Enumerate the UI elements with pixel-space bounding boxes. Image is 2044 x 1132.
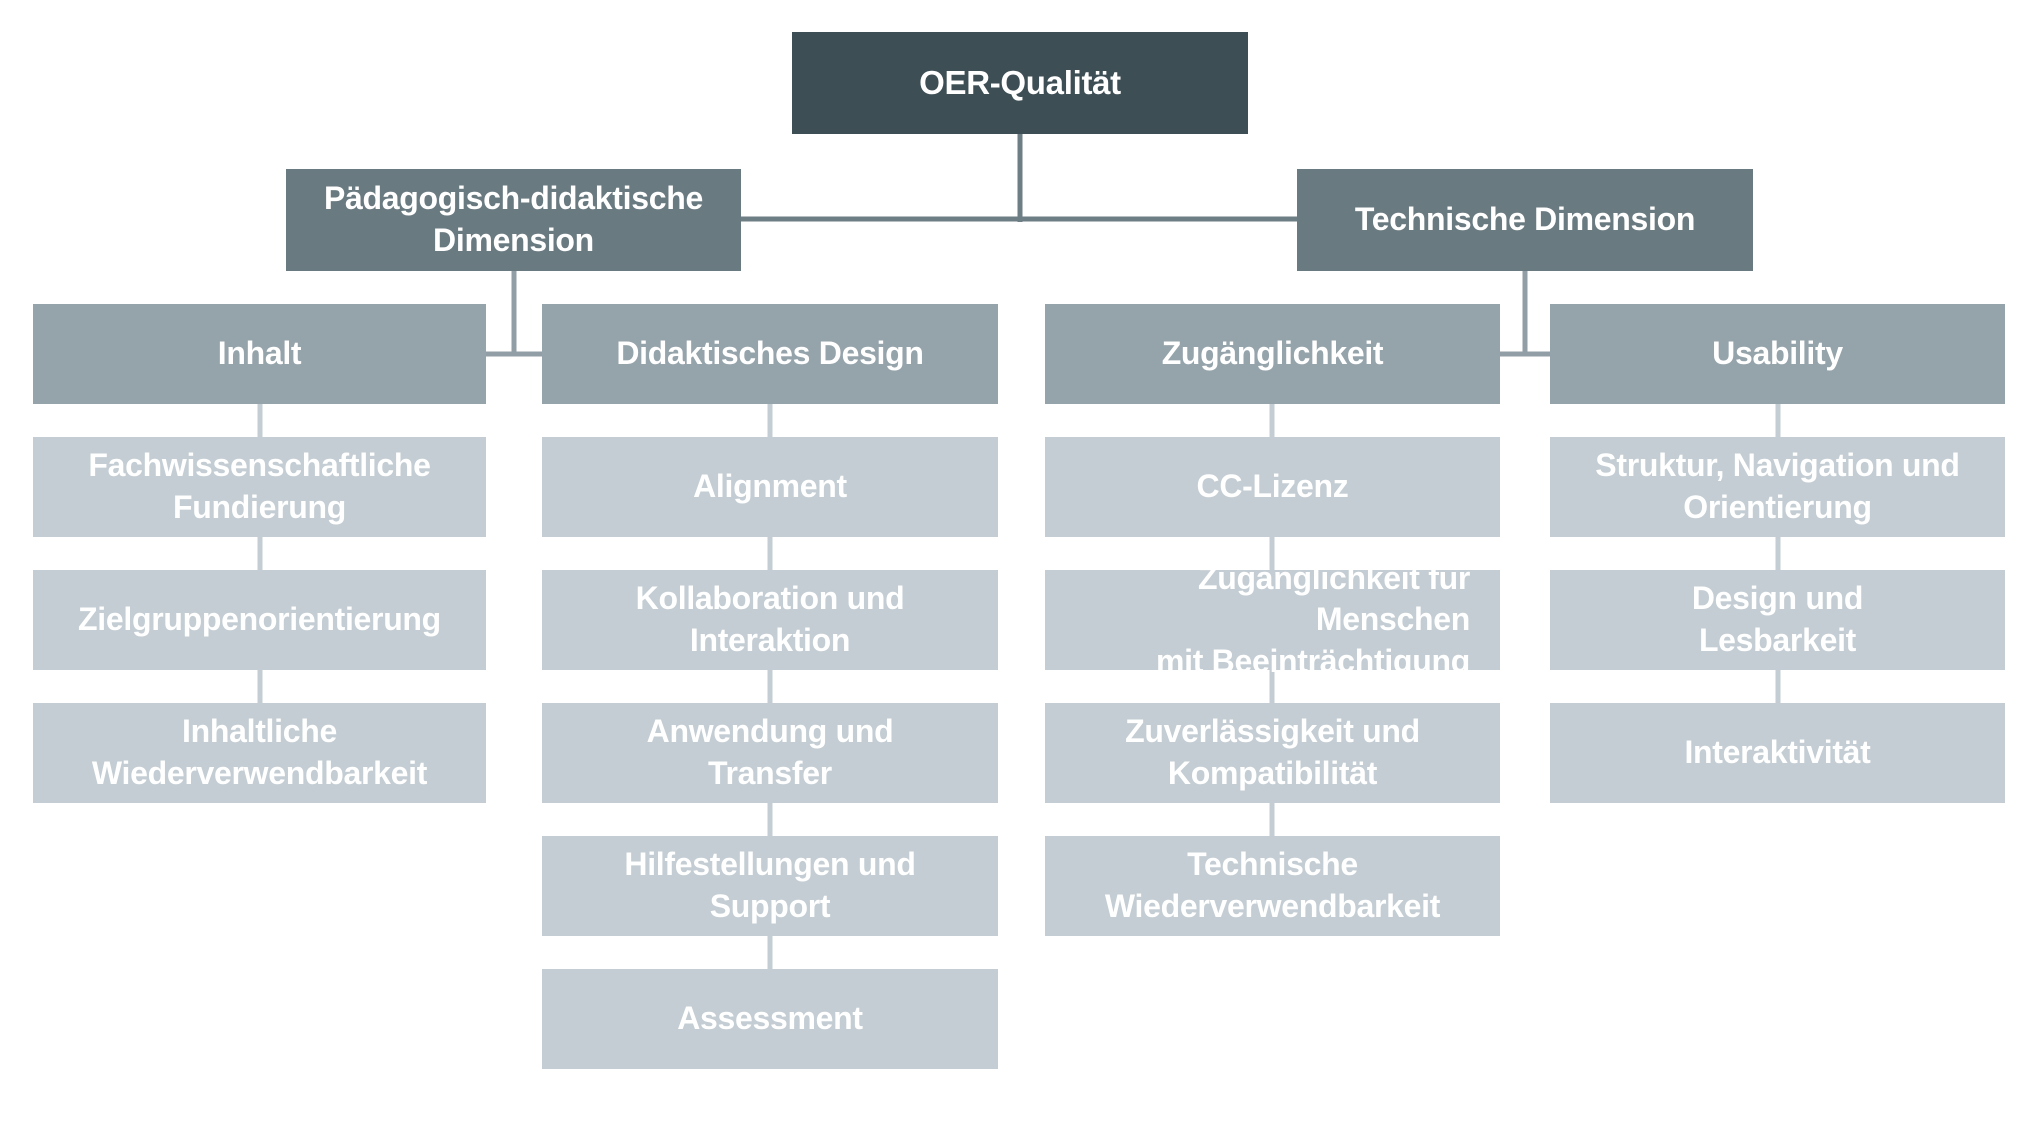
node-item-zielgruppenorientierung: Zielgruppenorientierung (33, 570, 486, 670)
node-item-struktur-navigation-orientierung: Struktur, Navigation und Orientierung (1550, 437, 2005, 537)
node-cat-zugaenglichkeit: Zugänglichkeit (1045, 304, 1500, 404)
node-cat-usability: Usability (1550, 304, 2005, 404)
node-item-alignment: Alignment (542, 437, 998, 537)
node-oer-qualitaet: OER-Qualität (792, 32, 1248, 134)
node-item-inhaltliche-wiederverwendbarkeit: Inhaltliche Wiederverwendbarkeit (33, 703, 486, 803)
node-dim-paedagogisch-didaktisch: Pädagogisch-didaktische Dimension (286, 169, 741, 271)
node-item-technische-wiederverwendbarkeit: Technische Wiederverwendbarkeit (1045, 836, 1500, 936)
node-dim-technisch: Technische Dimension (1297, 169, 1753, 271)
node-item-cc-lizenz: CC-Lizenz (1045, 437, 1500, 537)
node-item-hilfestellungen-support: Hilfestellungen und Support (542, 836, 998, 936)
node-item-zugaenglichkeit-beeintraechtigung: Zugänglichkeit für Menschen mit Beeinträ… (1045, 560, 1500, 679)
node-cat-inhalt: Inhalt (33, 304, 486, 404)
node-item-kollaboration-interaktion: Kollaboration und Interaktion (542, 570, 998, 670)
node-item-assessment: Assessment (542, 969, 998, 1069)
node-item-interaktivitaet: Interaktivität (1550, 703, 2005, 803)
node-item-fachwissenschaftliche-fundierung: Fachwissenschaftliche Fundierung (33, 437, 486, 537)
node-item-anwendung-transfer: Anwendung und Transfer (542, 703, 998, 803)
node-item-zuverlaessigkeit-kompatibilitaet: Zuverlässigkeit und Kompatibilität (1045, 703, 1500, 803)
node-cat-didaktisches-design: Didaktisches Design (542, 304, 998, 404)
node-item-design-lesbarkeit: Design und Lesbarkeit (1550, 570, 2005, 670)
